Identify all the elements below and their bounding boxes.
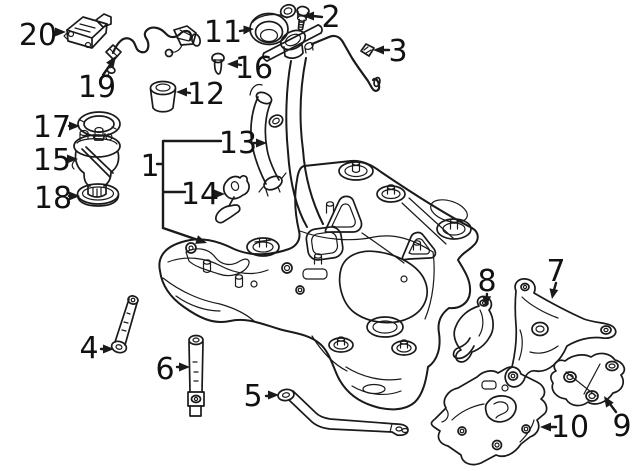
filler-neck-drawing: [262, 24, 323, 62]
callout-1[interactable]: 1: [140, 139, 223, 244]
callout-10[interactable]: 10: [540, 410, 589, 445]
callout-17[interactable]: 17: [33, 110, 80, 145]
heat-shield-9-drawing: [550, 352, 626, 407]
fuel-tank-drawing: [158, 159, 479, 411]
callout-5-label[interactable]: 5: [243, 379, 262, 414]
clamp-drawing: [215, 175, 250, 224]
clip-drawing: [360, 43, 375, 57]
callout-19-label[interactable]: 19: [78, 70, 116, 105]
fuel-line-drawing: [310, 34, 381, 92]
callout-14-label[interactable]: 14: [181, 177, 219, 212]
callout-16-label[interactable]: 16: [235, 51, 273, 86]
fuel-cap-drawing: [249, 3, 297, 46]
callout-16[interactable]: 16: [227, 51, 273, 86]
callout-3[interactable]: 3: [373, 34, 408, 69]
callout-15[interactable]: 15: [33, 143, 78, 178]
callout-17-label[interactable]: 17: [33, 110, 71, 145]
filler-pipe-drawing: [285, 57, 324, 228]
callout-3-label[interactable]: 3: [388, 34, 407, 69]
callout-2[interactable]: 2: [303, 0, 341, 35]
callout-1-label[interactable]: 1: [140, 149, 159, 184]
callout-4[interactable]: 4: [79, 331, 114, 366]
callout-2-label[interactable]: 2: [321, 0, 340, 35]
strap-6-drawing: [187, 334, 205, 417]
callout-19[interactable]: 19: [78, 56, 116, 105]
callout-13-label[interactable]: 13: [219, 126, 257, 161]
breather-pipe-drawing: [249, 83, 287, 197]
callout-12[interactable]: 12: [176, 77, 225, 112]
strap-4-drawing: [110, 295, 139, 354]
callout-7-label[interactable]: 7: [546, 254, 565, 289]
control-module-drawing: [63, 13, 112, 49]
heat-shield-10-drawing: [430, 366, 548, 466]
bolt-drawing: [211, 52, 225, 75]
strap-5-drawing: [277, 388, 409, 437]
callout-11[interactable]: 11: [204, 15, 254, 50]
callout-7[interactable]: 7: [546, 254, 566, 299]
callout-6[interactable]: 6: [155, 352, 190, 387]
callout-9-label[interactable]: 9: [612, 409, 631, 444]
callout-18[interactable]: 18: [34, 181, 80, 216]
callout-20[interactable]: 20: [19, 18, 66, 53]
callout-14[interactable]: 14: [181, 177, 225, 212]
wiring-harness-drawing: [105, 25, 202, 78]
callout-4-label[interactable]: 4: [79, 331, 98, 366]
callout-11-label[interactable]: 11: [204, 15, 242, 50]
callout-15-label[interactable]: 15: [33, 143, 71, 178]
callout-6-label[interactable]: 6: [155, 352, 174, 387]
seal-drawing: [76, 183, 120, 207]
callout-8-label[interactable]: 8: [477, 264, 496, 299]
callout-8[interactable]: 8: [477, 264, 497, 307]
callout-10-label[interactable]: 10: [551, 410, 589, 445]
lock-screw-drawing: [296, 5, 310, 31]
callout-13[interactable]: 13: [219, 126, 267, 161]
callout-20-label[interactable]: 20: [19, 18, 57, 53]
bushing-drawing: [149, 80, 177, 113]
callout-9[interactable]: 9: [604, 396, 632, 444]
callout-12-label[interactable]: 12: [187, 77, 225, 112]
bracket-7-drawing: [504, 278, 617, 388]
fuel-pump-drawing: [71, 126, 121, 198]
callout-5[interactable]: 5: [243, 379, 279, 414]
callout-18-label[interactable]: 18: [34, 181, 72, 216]
